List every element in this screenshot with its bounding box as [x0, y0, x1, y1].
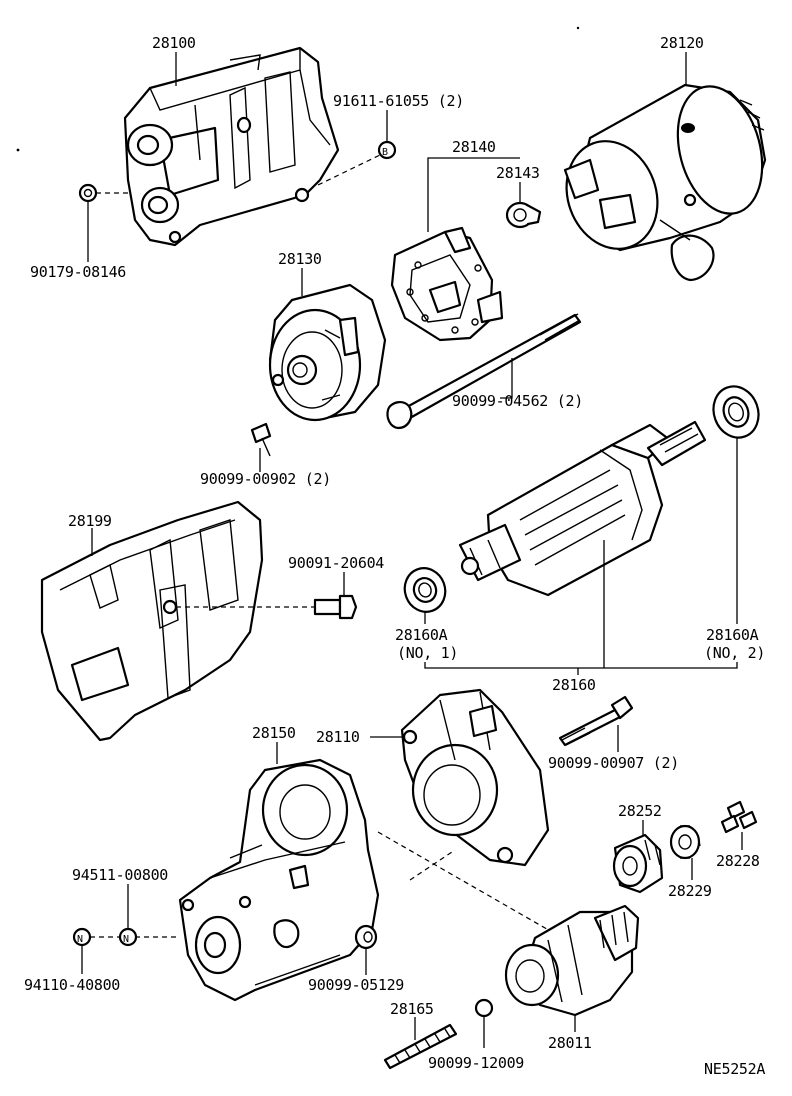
drive-housing-icon	[400, 688, 550, 867]
label-28100: 28100	[152, 34, 196, 52]
label-90099-12009: 90099-12009	[428, 1054, 524, 1072]
reference-code: NE5252A	[704, 1060, 765, 1078]
spring-28165-icon	[383, 1023, 458, 1070]
label-28011: 28011	[548, 1034, 592, 1052]
brush-holder-icon	[390, 226, 504, 342]
label-28143: 28143	[496, 164, 540, 182]
nut-90179-icon	[78, 183, 98, 203]
label-90099-00902: 90099-00902 (2)	[200, 470, 331, 488]
label-28199: 28199	[68, 512, 112, 530]
label-28140: 28140	[452, 138, 496, 156]
label-90099-04562: 90099-04562 (2)	[452, 392, 583, 410]
bolt-b-marker: B	[377, 140, 397, 160]
label-28150: 28150	[252, 724, 296, 742]
label-28160a-no2-sub: (NO, 2)	[704, 644, 765, 662]
bearing-no1-icon	[403, 567, 447, 613]
nut-n-94110-marker: N	[72, 927, 92, 947]
field-frame-icon	[563, 83, 767, 282]
label-28160: 28160	[552, 676, 596, 694]
svg-text:N: N	[123, 934, 129, 945]
label-91611-61055: 91611-61055 (2)	[333, 92, 464, 110]
label-28160a-no1: 28160A	[395, 626, 448, 644]
label-28229: 28229	[668, 882, 712, 900]
retainer-28228-icon	[720, 800, 758, 834]
label-90091-20604: 90091-20604	[288, 554, 384, 572]
svg-text:N: N	[77, 934, 83, 945]
bolt-90099-00907-icon	[558, 695, 634, 747]
nut-n-94511-marker: N	[118, 927, 138, 947]
label-28228: 28228	[716, 852, 760, 870]
insulator-cover-icon	[40, 500, 264, 742]
bolt-90091-20604-icon	[313, 594, 358, 620]
screw-90099-00902-icon	[250, 422, 272, 457]
label-28120: 28120	[660, 34, 704, 52]
starter-clutch-icon	[504, 904, 640, 1017]
label-28160a-no2: 28160A	[706, 626, 759, 644]
nut-90099-05129-icon	[354, 924, 378, 950]
label-90179-08146: 90179-08146	[30, 263, 126, 281]
label-90099-05129: 90099-05129	[308, 976, 404, 994]
ball-90099-12009-icon	[474, 998, 494, 1018]
armature-icon	[458, 420, 707, 597]
end-frame-icon	[268, 283, 387, 422]
label-28110: 28110	[316, 728, 360, 746]
magnetic-switch-icon	[178, 758, 380, 1002]
gear-28229-icon	[669, 824, 701, 860]
label-28165: 28165	[390, 1000, 434, 1018]
label-28252: 28252	[618, 802, 662, 820]
label-28130: 28130	[278, 250, 322, 268]
label-90099-00907: 90099-00907 (2)	[548, 754, 679, 772]
collar-28252-icon	[612, 833, 664, 894]
svg-text:B: B	[382, 147, 388, 158]
label-94511-00800: 94511-00800	[72, 866, 168, 884]
through-bolt-icon	[386, 313, 582, 430]
starter-housing-icon	[123, 46, 340, 247]
label-94110-40800: 94110-40800	[24, 976, 120, 994]
label-28160a-no1-sub: (NO, 1)	[397, 644, 458, 662]
bearing-no2-icon	[712, 385, 760, 439]
spring-28143-icon	[505, 201, 542, 229]
